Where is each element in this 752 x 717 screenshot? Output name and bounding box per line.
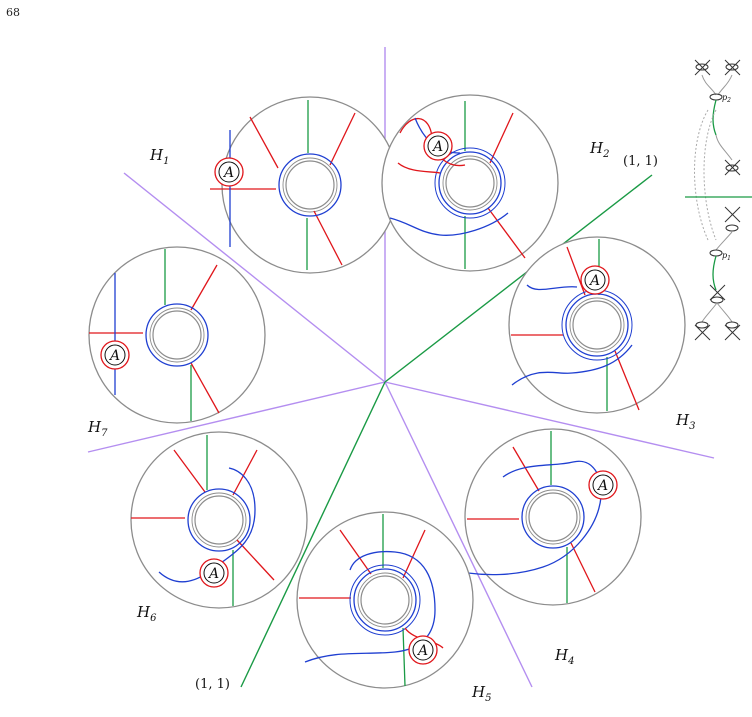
ray-right <box>384 381 715 459</box>
cross-glyph-top-left <box>694 59 711 76</box>
ray-label-top: (1, 1) <box>623 154 658 169</box>
svg-text:A: A <box>431 139 443 155</box>
svg-text:p2: p2 <box>722 93 731 104</box>
svg-text:A: A <box>207 566 219 582</box>
svg-text:p1: p1 <box>722 251 731 262</box>
disk-h7: A <box>88 246 266 424</box>
svg-text:A: A <box>108 348 120 364</box>
disk-h5: A <box>296 511 474 689</box>
sector-labels: H1 H2 H3 H4 H5 H6 H7 (1, 1) (1, 1) <box>87 139 695 704</box>
svg-text:A: A <box>222 165 234 181</box>
page-number: 68 <box>6 6 20 19</box>
label-h5: H5 <box>471 683 491 704</box>
cross-glyph-bottom-right <box>724 321 741 341</box>
ray-upper-left <box>123 172 386 383</box>
cross-glyph-bottom-left <box>694 321 711 341</box>
svg-text:A: A <box>416 643 428 659</box>
label-h4: H4 <box>554 646 574 667</box>
cross-glyph-lower <box>709 284 726 304</box>
cross-glyph-mid-upper <box>724 159 741 176</box>
label-h2: H2 <box>589 139 609 160</box>
disk-h3: A <box>508 236 686 414</box>
svg-text:A: A <box>596 478 608 494</box>
side-schematic: p2 p1 <box>685 59 752 341</box>
label-h3: H3 <box>675 411 695 432</box>
label-h6: H6 <box>136 603 157 624</box>
ray-green-top <box>384 174 653 383</box>
disk-h4: A <box>464 428 642 606</box>
disk-h2: A <box>381 94 559 272</box>
cross-glyph-mid-lower <box>724 206 741 232</box>
ray-lower-right <box>384 381 533 688</box>
label-h7: H7 <box>87 418 108 439</box>
ray-label-bottom: (1, 1) <box>195 677 230 692</box>
svg-text:A: A <box>588 273 600 289</box>
label-h1: H1 <box>149 146 169 167</box>
cross-glyph-top-right <box>724 59 741 76</box>
disk-h1: A <box>210 96 399 274</box>
ray-left <box>87 381 386 453</box>
ray-green-bottom <box>240 381 386 688</box>
disk-h6: A <box>130 431 308 609</box>
